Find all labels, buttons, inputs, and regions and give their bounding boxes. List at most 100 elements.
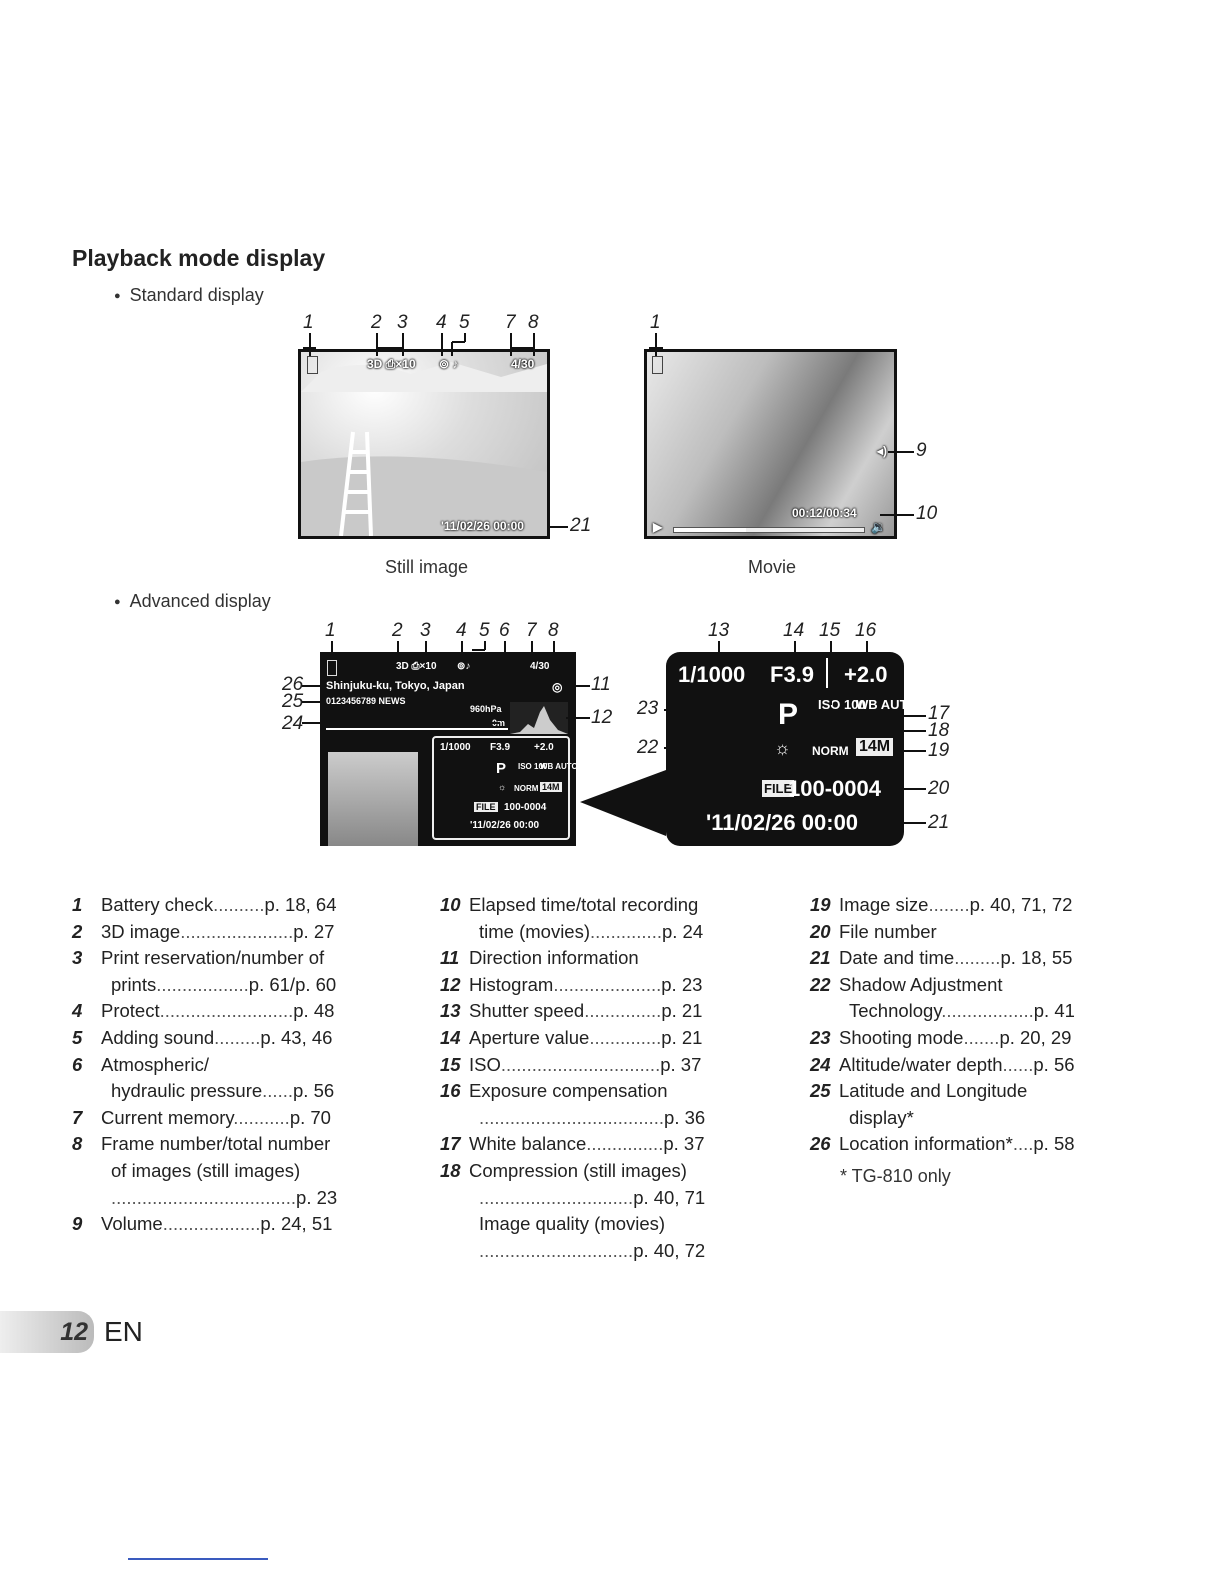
histogram bbox=[510, 702, 568, 734]
callout-4: 4 bbox=[436, 312, 447, 333]
reference-dots: .................. bbox=[156, 973, 249, 995]
callout-1: 1 bbox=[303, 312, 314, 333]
reference-text: Exposure compensation bbox=[469, 1080, 668, 1102]
reference-dots: ........ bbox=[928, 894, 970, 915]
zoomed-info-panel: 1/1000 F3.9 +2.0 P ISO 100 WB AUTO ☼ NOR… bbox=[666, 652, 917, 846]
zoom-exposure: +2.0 bbox=[844, 662, 888, 687]
reference-text: Date and time bbox=[839, 947, 955, 969]
screen-3d-print: 3D ⎙×10 bbox=[367, 357, 416, 371]
movie-screen: ◂) 00:12/00:34 ▶ 🔉 bbox=[644, 349, 897, 539]
screen-date: '11/02/26 00:00 bbox=[441, 519, 524, 533]
reference-page: p. 23 bbox=[661, 973, 703, 995]
reference-dots: ...................... bbox=[180, 920, 294, 942]
zoom-mode: P bbox=[778, 698, 799, 731]
reference-text: File number bbox=[839, 920, 937, 942]
divider bbox=[826, 658, 828, 688]
reference-text: Shutter speed bbox=[469, 1000, 585, 1022]
adv-wb: WB AUTO bbox=[540, 762, 578, 771]
reference-text: Latitude and Longitude bbox=[839, 1080, 1028, 1102]
reference-row: Image quality (movies) bbox=[440, 1211, 780, 1238]
reference-number: 6 bbox=[72, 1053, 83, 1075]
zoom-file: 100-0004 bbox=[788, 776, 881, 801]
reference-text: Print reservation/number of bbox=[101, 947, 325, 969]
reference-text: White balance bbox=[469, 1133, 587, 1155]
reference-dots: .......... bbox=[213, 894, 265, 915]
reference-page: p. 41 bbox=[1033, 1000, 1075, 1022]
zoom-aperture: F3.9 bbox=[770, 662, 815, 687]
callout-21: 21 bbox=[570, 515, 592, 536]
reference-page: p. 18, 55 bbox=[1000, 947, 1073, 969]
reference-text: Atmospheric/ bbox=[101, 1053, 209, 1075]
adv-mode: P bbox=[496, 760, 507, 777]
battery-icon bbox=[307, 356, 318, 374]
reference-number: 21 bbox=[810, 947, 831, 969]
reference-dots: .... bbox=[1012, 1133, 1034, 1155]
zoom-callout-20: 20 bbox=[928, 778, 950, 799]
reference-text: Current memory bbox=[101, 1106, 234, 1128]
reference-text: Altitude/water depth bbox=[839, 1053, 1003, 1075]
page-number: 12 bbox=[0, 1311, 94, 1353]
reference-text: display* bbox=[849, 1106, 914, 1128]
reference-page: p. 56 bbox=[1033, 1053, 1075, 1075]
reference-text: Volume bbox=[101, 1213, 163, 1235]
reference-page: p. 37 bbox=[663, 1133, 705, 1155]
reference-dots: ............... bbox=[584, 1000, 662, 1022]
adv-callout-2: 2 bbox=[392, 620, 403, 641]
reference-number: 23 bbox=[810, 1026, 831, 1048]
reference-text: time (movies) bbox=[479, 920, 591, 942]
adv-file-badge: FILE bbox=[474, 802, 498, 812]
advanced-display-label: Advanced display bbox=[114, 591, 271, 612]
reference-number: 15 bbox=[440, 1053, 461, 1075]
adv-callout-25: 25 bbox=[282, 691, 304, 712]
standard-display-label: Standard display bbox=[114, 285, 264, 306]
reference-dots: ......... bbox=[954, 947, 1001, 969]
adv-latlong: 0123456789 NEWS bbox=[326, 696, 406, 706]
reference-row: ....................................p. 3… bbox=[440, 1105, 780, 1132]
zoom-size: 14M bbox=[856, 738, 894, 756]
reference-dots: .............................. bbox=[479, 1239, 634, 1261]
reference-dots: ........... bbox=[233, 1106, 290, 1128]
adv-3d-print: 3D ⎙×10 bbox=[396, 661, 437, 672]
reference-page: p. 23 bbox=[296, 1186, 338, 1208]
zoom-callout-15: 15 bbox=[819, 620, 841, 641]
reference-dots: .................................... bbox=[111, 1186, 297, 1208]
reference-number: 19 bbox=[810, 894, 831, 915]
movie-callout-9: 9 bbox=[916, 440, 927, 461]
zoom-callout-13: 13 bbox=[708, 620, 730, 641]
progress-bar bbox=[673, 527, 865, 533]
adv-date: '11/02/26 00:00 bbox=[470, 820, 540, 831]
reference-page: p. 58 bbox=[1033, 1133, 1075, 1155]
reference-text: Technology bbox=[849, 1000, 942, 1022]
speaker-icon: 🔉 bbox=[871, 520, 886, 534]
screen-elapsed: 00:12/00:34 bbox=[792, 506, 857, 520]
footer-rule bbox=[128, 1558, 268, 1560]
callout-8: 8 bbox=[528, 312, 539, 333]
callout-3: 3 bbox=[397, 312, 408, 333]
reference-dots: .............. bbox=[589, 1026, 662, 1048]
reference-dots: .................................... bbox=[479, 1106, 665, 1128]
reference-page: p. 27 bbox=[293, 920, 335, 942]
volume-icon: ◂) bbox=[877, 444, 888, 458]
zoom-callout-21: 21 bbox=[928, 812, 950, 833]
reference-page: p. 24, 51 bbox=[260, 1213, 333, 1235]
adv-shutter: 1/1000 bbox=[440, 742, 471, 753]
reference-row: hydraulic pressure......p. 56 bbox=[72, 1078, 412, 1105]
reference-row: time (movies)..............p. 24 bbox=[440, 919, 780, 946]
reference-number: 25 bbox=[810, 1080, 831, 1102]
adv-callout-12: 12 bbox=[591, 707, 613, 728]
reference-row: ....................................p. 2… bbox=[72, 1185, 412, 1212]
play-icon: ▶ bbox=[653, 520, 663, 534]
adv-compression: NORM bbox=[514, 784, 539, 793]
reference-dots: ...... bbox=[262, 1080, 293, 1102]
